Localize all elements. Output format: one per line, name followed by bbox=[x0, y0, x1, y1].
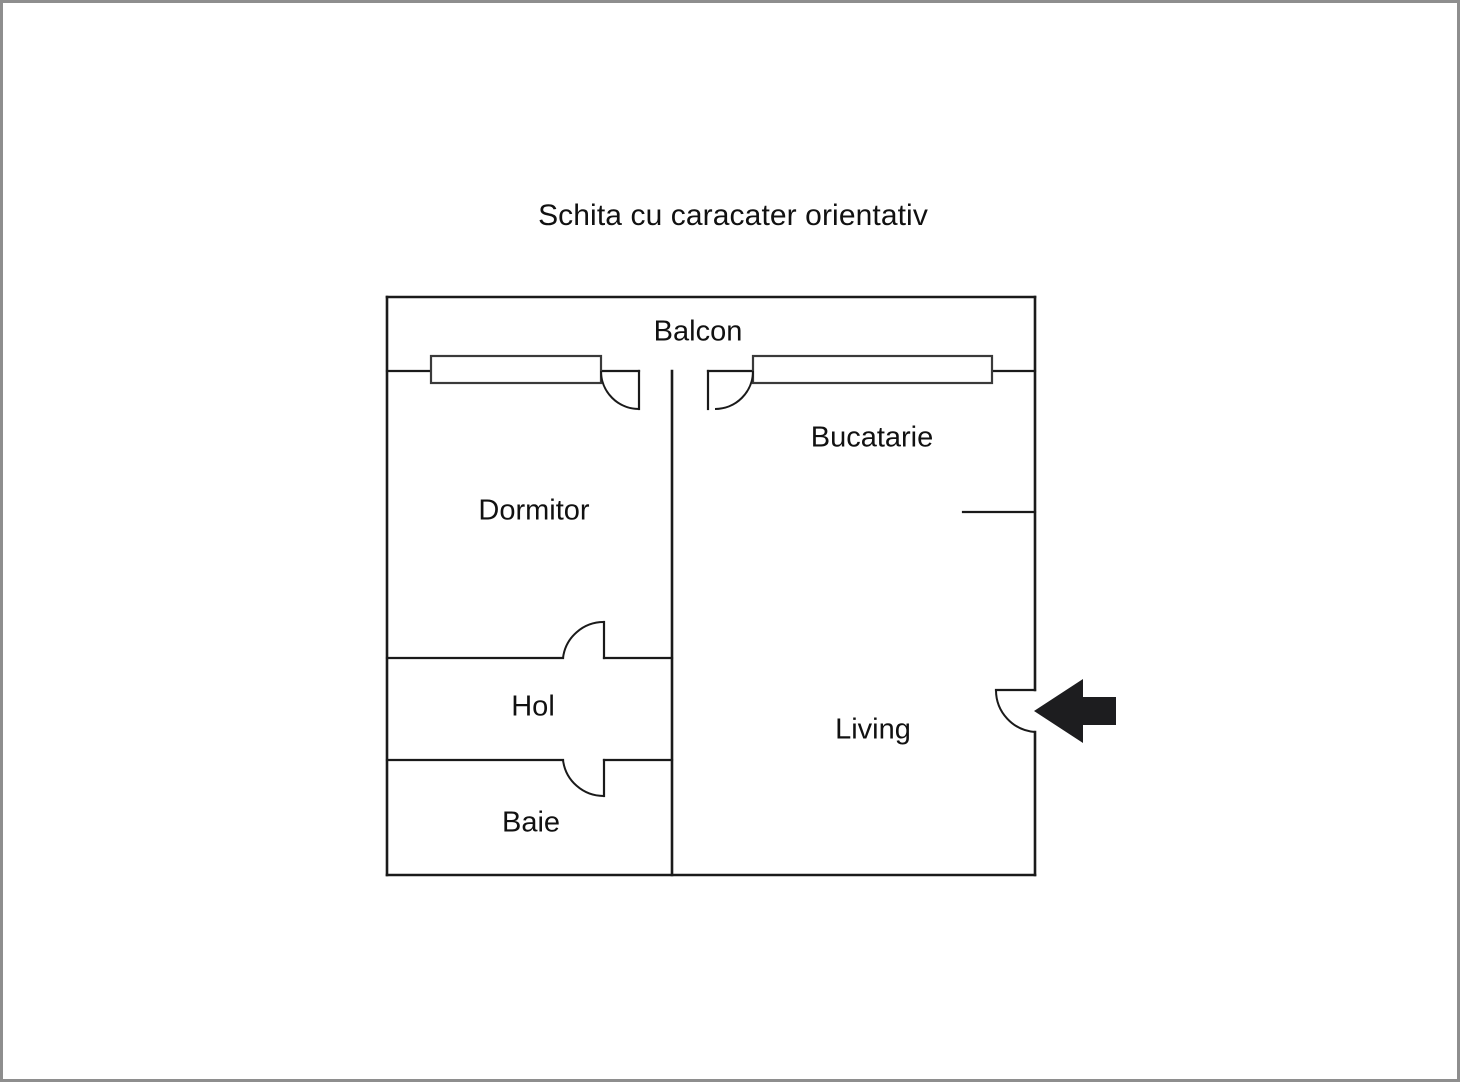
room-label-dormitor: Dormitor bbox=[478, 494, 590, 527]
door-dormitor-hol-arc bbox=[562, 620, 605, 659]
room-label-balcon: Balcon bbox=[653, 315, 743, 348]
entrance-arrow bbox=[1034, 679, 1116, 743]
door-entrance-arc bbox=[994, 689, 1036, 733]
room-label-living: Living bbox=[835, 713, 911, 746]
floor-plan-drawing bbox=[385, 295, 1116, 877]
window-bucatarie bbox=[751, 354, 994, 385]
window-dormitor bbox=[429, 354, 603, 385]
door-balcon-dormitor-arc bbox=[600, 370, 640, 410]
room-label-baie: Baie bbox=[501, 806, 561, 839]
room-label-hol: Hol bbox=[511, 690, 555, 723]
page-title: Schita cu caracater orientativ bbox=[538, 199, 928, 232]
door-baie-hol-arc bbox=[562, 759, 605, 798]
room-label-bucatarie: Bucatarie bbox=[810, 421, 934, 454]
door-balcon-bucatarie-arc bbox=[714, 370, 754, 410]
